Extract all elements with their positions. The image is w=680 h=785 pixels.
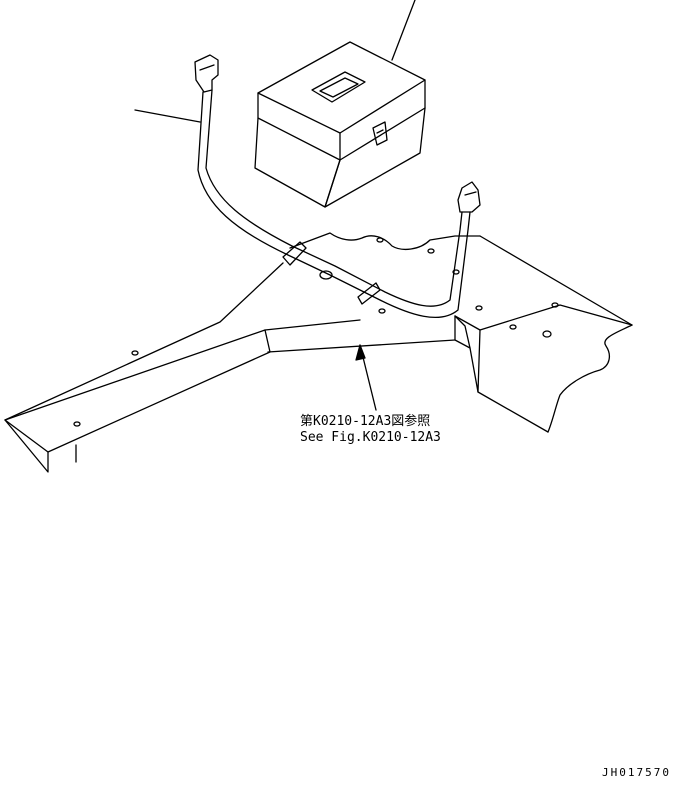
frame-hole <box>427 248 435 254</box>
harness-grommet <box>319 270 333 280</box>
frame-left-beam <box>4 329 271 473</box>
frame-hole <box>376 237 384 243</box>
frame-right-block-top <box>479 235 633 326</box>
frame-hole <box>452 269 460 275</box>
reference-label-english: See Fig.K0210-12A3 <box>300 430 441 445</box>
frame-hole <box>131 350 139 356</box>
harness-clamp <box>357 282 381 305</box>
toolbox-handle <box>311 71 366 103</box>
frame-right-block-cut <box>547 324 633 433</box>
frame-right-step <box>454 315 479 393</box>
wiring-harness <box>194 54 481 318</box>
frame-notch <box>454 315 471 349</box>
frame-hole <box>551 302 559 308</box>
reference-arrow-head <box>355 344 366 361</box>
harness-clamp <box>282 241 307 266</box>
frame-left-beam-edge <box>4 419 49 453</box>
toolbox-lid-top <box>257 41 426 134</box>
reference-label-japanese: 第K0210-12A3図参照 <box>300 413 430 429</box>
frame-hole <box>542 330 552 338</box>
frame-top-edge <box>4 262 284 421</box>
frame-right-block-front <box>454 304 633 331</box>
harness-strap-inner <box>205 89 463 307</box>
harness-leader-line <box>134 109 201 123</box>
harness-right-connector <box>457 181 481 213</box>
toolbox-lid-right <box>339 79 426 161</box>
frame-right-block-face <box>477 329 549 433</box>
drawing-code: JH017570 <box>602 766 671 779</box>
toolbox-body-corner <box>324 159 341 208</box>
toolbox-leader-line <box>391 0 416 61</box>
leader-lines <box>134 0 416 411</box>
frame-top-plate <box>289 232 481 251</box>
frame-hole <box>475 305 483 311</box>
frame-upper-beam <box>264 319 456 353</box>
toolbox-latch <box>372 121 388 146</box>
frame-hole <box>73 421 81 427</box>
chassis-frame <box>4 232 633 473</box>
frame-hole <box>509 324 517 330</box>
frame-hole <box>378 308 386 314</box>
harness-left-connector <box>194 54 219 93</box>
toolbox-lid-side <box>257 92 341 161</box>
harness-strap <box>197 91 471 318</box>
tool-box <box>254 41 426 208</box>
